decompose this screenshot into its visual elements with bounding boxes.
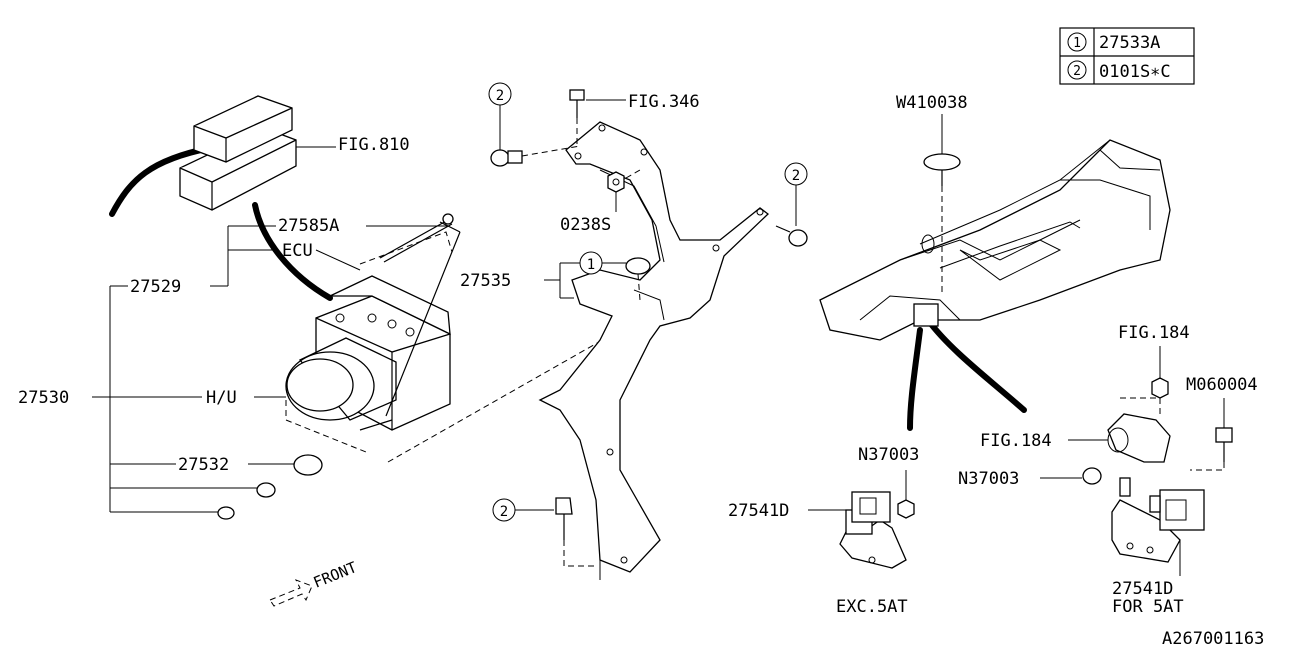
label-fig184-mid: FIG.184 bbox=[980, 431, 1052, 451]
sensor-27541d-exc5at bbox=[839, 491, 907, 569]
nut-0238s bbox=[607, 171, 625, 193]
bolt-fig346 bbox=[569, 89, 585, 146]
grommet-27532 bbox=[293, 454, 323, 476]
nut-n37003-right bbox=[1082, 467, 1102, 485]
label-0238s: 0238S bbox=[560, 215, 611, 235]
center-console-illustration bbox=[819, 139, 1171, 341]
front-arrow: FRONT bbox=[269, 558, 360, 607]
svg-text:1: 1 bbox=[587, 257, 595, 273]
sensor-27541d-for5at bbox=[1111, 477, 1205, 563]
bolt-bottom bbox=[555, 497, 573, 515]
label-hu: H/U bbox=[206, 388, 237, 408]
mounting-bracket-illustration bbox=[538, 121, 770, 580]
sensor-fig184 bbox=[1107, 413, 1171, 463]
nut-n37003-left bbox=[897, 499, 915, 519]
legend-code-2: 0101S∗C bbox=[1099, 62, 1171, 82]
label-m060004: M060004 bbox=[1186, 375, 1258, 395]
label-27541d-right: 27541D bbox=[1112, 579, 1173, 599]
abs-hydraulic-unit-illustration bbox=[285, 221, 461, 431]
bolt-right bbox=[788, 229, 808, 247]
console-connector bbox=[913, 303, 939, 327]
diagram-id: A267001163 bbox=[1162, 629, 1264, 649]
bolt-fig184 bbox=[1151, 377, 1169, 399]
label-exc5at: EXC.5AT bbox=[836, 597, 908, 617]
label-27541d-left: 27541D bbox=[728, 501, 789, 521]
label-27532: 27532 bbox=[178, 455, 229, 475]
bolt-top-left bbox=[490, 149, 510, 167]
label-front: FRONT bbox=[311, 558, 360, 592]
relay-box-illustration bbox=[109, 95, 333, 301]
clip-w410038 bbox=[923, 153, 961, 296]
bolt-m060004 bbox=[1215, 427, 1233, 443]
label-n37003-left: N37003 bbox=[858, 445, 919, 465]
label-27529: 27529 bbox=[130, 277, 181, 297]
grommet-27535 bbox=[625, 257, 651, 275]
label-fig346: FIG.346 bbox=[628, 92, 700, 112]
svg-text:2: 2 bbox=[500, 504, 508, 520]
label-for5at: FOR 5AT bbox=[1112, 597, 1184, 617]
svg-text:2: 2 bbox=[792, 168, 800, 184]
legend-marker-1: 1 bbox=[1073, 36, 1081, 51]
label-ecu: ECU bbox=[282, 241, 313, 261]
label-w410038: W410038 bbox=[896, 93, 968, 113]
legend-table: 1 27533A 2 0101S∗C bbox=[1059, 27, 1195, 85]
legend-code-1: 27533A bbox=[1099, 33, 1160, 53]
label-27530: 27530 bbox=[18, 388, 69, 408]
svg-text:2: 2 bbox=[496, 88, 504, 104]
label-27535: 27535 bbox=[460, 271, 511, 291]
label-fig810: FIG.810 bbox=[338, 135, 410, 155]
label-n37003-right: N37003 bbox=[958, 469, 1019, 489]
label-fig184-top: FIG.184 bbox=[1118, 323, 1190, 343]
legend-marker-2: 2 bbox=[1073, 64, 1081, 79]
label-27585a: 27585A bbox=[278, 216, 339, 236]
